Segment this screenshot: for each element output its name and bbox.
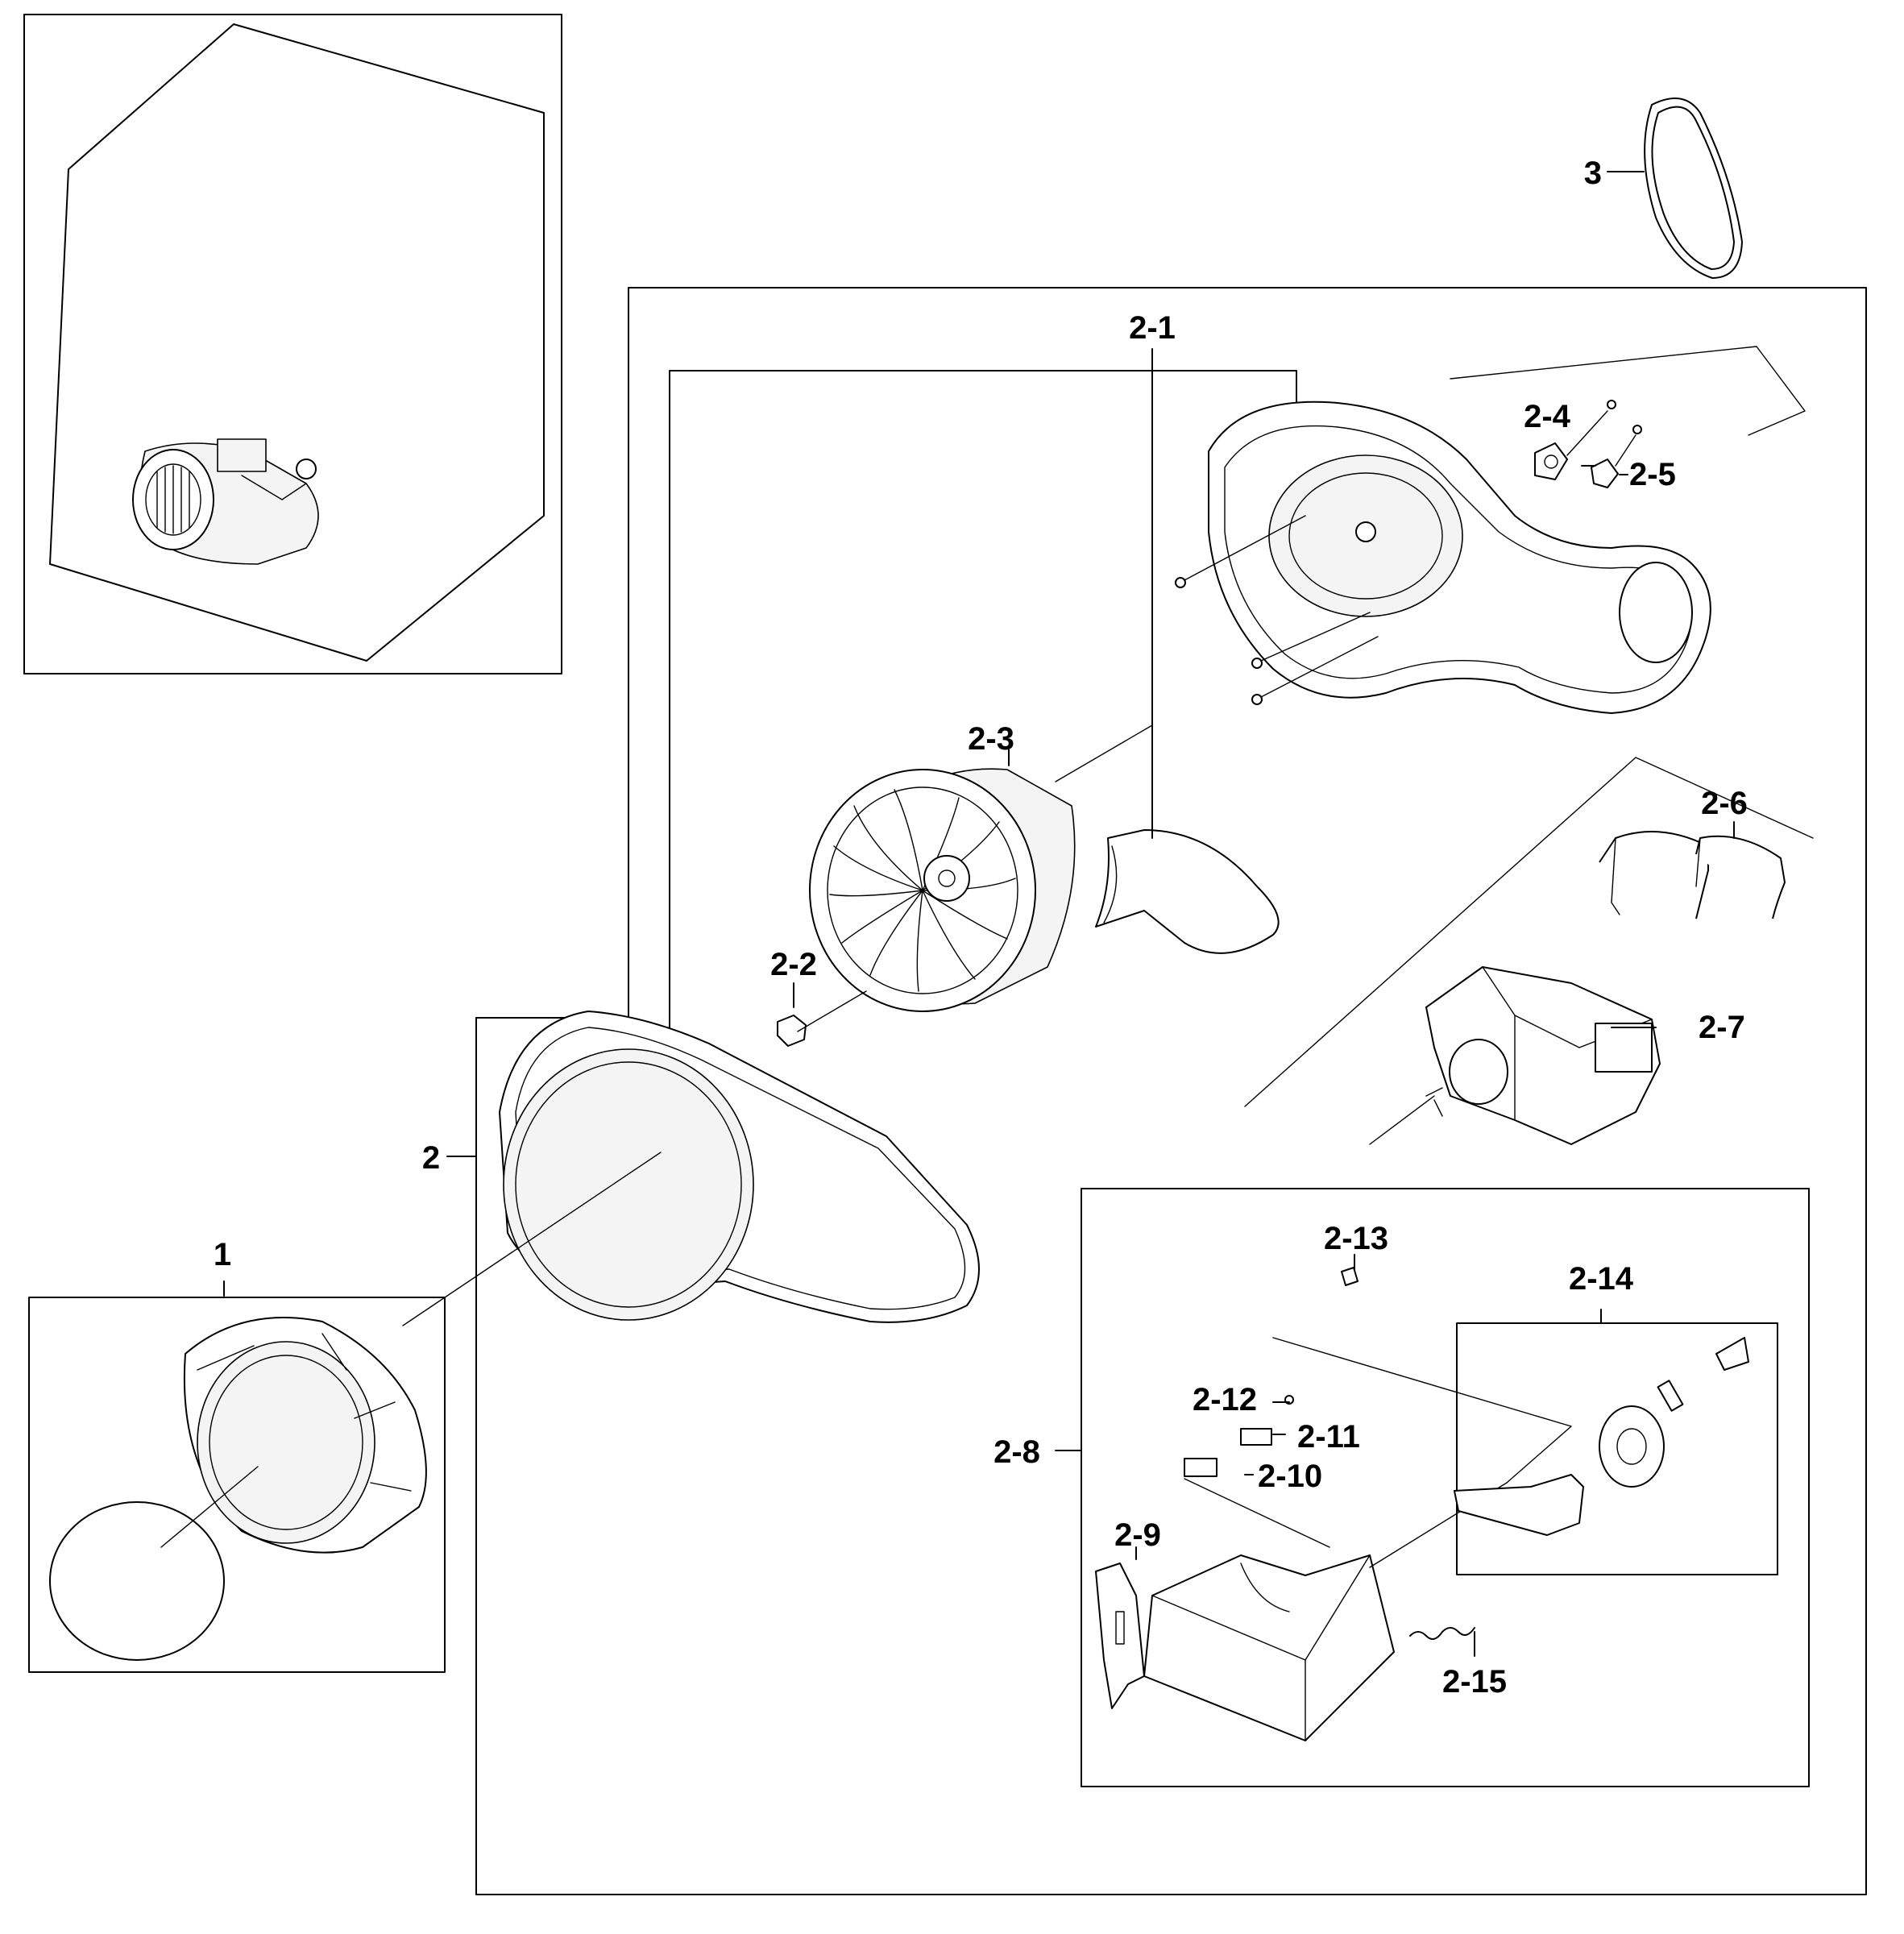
drive-motor — [1244, 757, 1814, 1145]
part-2-14-frame — [1456, 1322, 1778, 1575]
callout-2-8: 2-8 — [993, 1434, 1040, 1470]
callout-2-15: 2-15 — [1442, 1664, 1507, 1700]
callout-2-6: 2-6 — [1701, 786, 1748, 821]
callout-1: 1 — [214, 1237, 231, 1272]
overview-frame — [23, 14, 562, 674]
motor-clamps — [1599, 831, 1786, 919]
blower-housing — [402, 1011, 980, 1326]
callout-2-11: 2-11 — [1297, 1419, 1360, 1455]
callout-2-10: 2-10 — [1258, 1459, 1322, 1494]
cover-screws — [1175, 515, 1379, 705]
overview-blower-thumbnail — [132, 438, 319, 565]
exhaust-duct — [1055, 724, 1280, 954]
impeller-nut — [777, 990, 867, 1047]
thermal-fuse-part — [1591, 425, 1642, 488]
switch-parts — [1184, 1395, 1330, 1548]
front-duct — [183, 1317, 427, 1554]
callout-2-13: 2-13 — [1324, 1221, 1388, 1256]
housing-subframe — [669, 370, 1297, 1040]
thermostat-part — [1534, 400, 1616, 480]
idler-screw — [1272, 1267, 1572, 1568]
drive-belt — [1644, 98, 1743, 279]
callout-2-5: 2-5 — [1629, 457, 1676, 492]
rear-duct-cover — [1208, 346, 1806, 714]
callout-2-14: 2-14 — [1569, 1261, 1634, 1297]
callout-2-7: 2-7 — [1699, 1010, 1745, 1045]
callout-2-12: 2-12 — [1193, 1382, 1257, 1417]
callout-2-1: 2-1 — [1129, 310, 1176, 346]
callout-2-2: 2-2 — [770, 947, 817, 982]
leader-lines — [223, 171, 1735, 1657]
idler-spring — [1409, 1627, 1475, 1640]
idler-pulley-assembly — [1454, 1337, 1749, 1536]
callout-3: 3 — [1584, 156, 1602, 191]
duct-seal — [49, 1501, 225, 1661]
callout-2-9: 2-9 — [1114, 1517, 1161, 1553]
part-2-8-frame — [1081, 1188, 1810, 1787]
callout-labels: 3 2-1 2-4 2-5 2-3 2-6 2-2 2-7 2 1 2-13 2… — [214, 156, 1748, 1700]
blower-impeller — [809, 768, 1076, 1012]
callout-2: 2 — [422, 1140, 440, 1176]
callout-2-4: 2-4 — [1524, 399, 1571, 434]
idler-bracket — [1095, 1554, 1395, 1741]
part-1-frame — [28, 1297, 446, 1673]
callout-2-3: 2-3 — [968, 721, 1014, 757]
